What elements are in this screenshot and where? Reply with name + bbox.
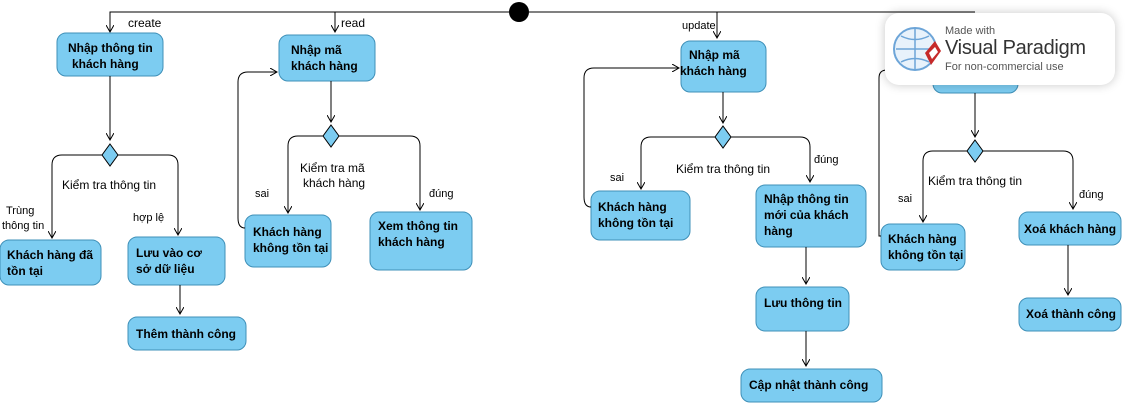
svg-text:khách hàng: khách hàng xyxy=(378,235,445,249)
edge-create-dup xyxy=(52,154,102,238)
decision-delete xyxy=(966,139,984,163)
edge-update-loop xyxy=(583,68,679,208)
svg-text:hàng: hàng xyxy=(764,224,793,238)
svg-text:mới của khách: mới của khách xyxy=(764,208,849,222)
update-false-label: sai xyxy=(610,172,624,184)
svg-text:Khách hàng: Khách hàng xyxy=(888,232,957,246)
read-check-label-2: khách hàng xyxy=(303,176,365,190)
decision-update xyxy=(714,125,732,149)
delete-false-label: sai xyxy=(898,193,912,205)
delete-true-label: đúng xyxy=(1079,189,1103,201)
node-update-success[interactable]: Cập nhật thành công xyxy=(740,368,883,403)
initial-node xyxy=(509,2,529,22)
watermark-brand: Visual Paradigm xyxy=(945,37,1086,59)
read-check-label-1: Kiểm tra mã xyxy=(300,161,365,175)
read-false-label: sai xyxy=(255,188,269,200)
svg-text:Cập nhật thành công: Cập nhật thành công xyxy=(749,378,868,392)
update-check-label: Kiểm tra thông tin xyxy=(676,162,770,176)
svg-text:sở dữ liệu: sở dữ liệu xyxy=(136,262,195,276)
delete-check-label: Kiểm tra thông tin xyxy=(928,174,1022,188)
svg-text:Xoá thành công: Xoá thành công xyxy=(1026,307,1116,321)
edge-read-true xyxy=(339,135,420,210)
edge-update-true xyxy=(731,136,810,182)
create-dup-label-2: thông tin xyxy=(2,220,44,232)
svg-text:Lưu vào cơ: Lưu vào cơ xyxy=(136,246,202,260)
node-read-not-found[interactable]: Khách hàng không tồn tại xyxy=(244,214,332,268)
edge-read-false xyxy=(288,135,323,213)
svg-text:Nhập mã: Nhập mã xyxy=(689,48,740,62)
node-update-save[interactable]: Lưu thông tin xyxy=(755,286,850,332)
svg-text:Khách hàng đã: Khách hàng đã xyxy=(7,248,93,262)
watermark-badge: Made with Visual Paradigm For non-commer… xyxy=(885,13,1115,85)
svg-text:tồn tại: tồn tại xyxy=(7,264,43,278)
visual-paradigm-logo-icon xyxy=(893,27,941,71)
node-create-input[interactable]: Nhập thông tin khách hàng xyxy=(56,32,164,77)
branch-label-create: create xyxy=(128,16,162,30)
svg-text:Nhập thông tin: Nhập thông tin xyxy=(68,41,153,55)
create-dup-label-1: Trùng xyxy=(6,205,34,217)
svg-text:Xem thông tin: Xem thông tin xyxy=(378,219,458,233)
update-true-label: đúng xyxy=(814,154,838,166)
node-create-success[interactable]: Thêm thành công xyxy=(127,316,247,351)
edge-create-valid xyxy=(118,154,178,235)
svg-text:không tồn tại: không tồn tại xyxy=(253,241,328,255)
decision-read xyxy=(322,124,340,148)
svg-text:Xoá khách hàng: Xoá khách hàng xyxy=(1024,222,1116,236)
svg-text:Khách hàng: Khách hàng xyxy=(598,200,667,214)
svg-text:khách hàng: khách hàng xyxy=(291,59,358,73)
svg-text:Khách hàng: Khách hàng xyxy=(253,225,322,239)
edge-read-loop xyxy=(237,72,277,229)
edge-delete-loop xyxy=(878,69,890,237)
node-delete-not-found[interactable]: Khách hàng không tồn tại xyxy=(880,223,966,271)
node-update-input[interactable]: Nhập mã khách hàng xyxy=(680,40,767,93)
svg-text:không tồn tại: không tồn tại xyxy=(598,216,673,230)
node-update-not-found[interactable]: Khách hàng không tồn tại xyxy=(590,190,691,241)
svg-text:Lưu thông tin: Lưu thông tin xyxy=(764,296,842,310)
branch-label-update: update xyxy=(682,20,716,32)
node-update-new-info[interactable]: Nhập thông tin mới của khách hàng xyxy=(755,184,867,248)
create-check-label: Kiểm tra thông tin xyxy=(62,178,156,192)
edge-delete-true xyxy=(983,150,1073,209)
svg-text:Thêm thành công: Thêm thành công xyxy=(136,327,236,341)
node-delete-success[interactable]: Xoá thành công xyxy=(1018,297,1122,332)
node-create-exists[interactable]: Khách hàng đã tồn tại xyxy=(0,239,102,286)
edge-to-create xyxy=(110,11,509,32)
node-create-save[interactable]: Lưu vào cơ sở dữ liệu xyxy=(127,236,226,286)
svg-text:không tồn tại: không tồn tại xyxy=(888,248,963,262)
node-read-input[interactable]: Nhập mã khách hàng xyxy=(278,34,376,82)
svg-text:Nhập thông tin: Nhập thông tin xyxy=(764,192,849,206)
watermark-made-with: Made with xyxy=(945,25,996,37)
edge-delete-false xyxy=(923,150,967,222)
watermark-note: For non-commercial use xyxy=(945,61,1064,73)
node-delete-remove[interactable]: Xoá khách hàng xyxy=(1018,211,1122,246)
read-true-label: đúng xyxy=(429,188,453,200)
svg-text:khách hàng: khách hàng xyxy=(72,57,139,71)
edge-update-false xyxy=(641,136,715,189)
create-valid-label: hợp lệ xyxy=(133,212,164,224)
svg-text:Nhập mã: Nhập mã xyxy=(291,43,342,57)
node-read-view[interactable]: Xem thông tin khách hàng xyxy=(369,211,473,271)
branch-label-read: read xyxy=(341,16,365,30)
decision-create xyxy=(101,143,119,167)
svg-text:khách hàng: khách hàng xyxy=(680,64,747,78)
